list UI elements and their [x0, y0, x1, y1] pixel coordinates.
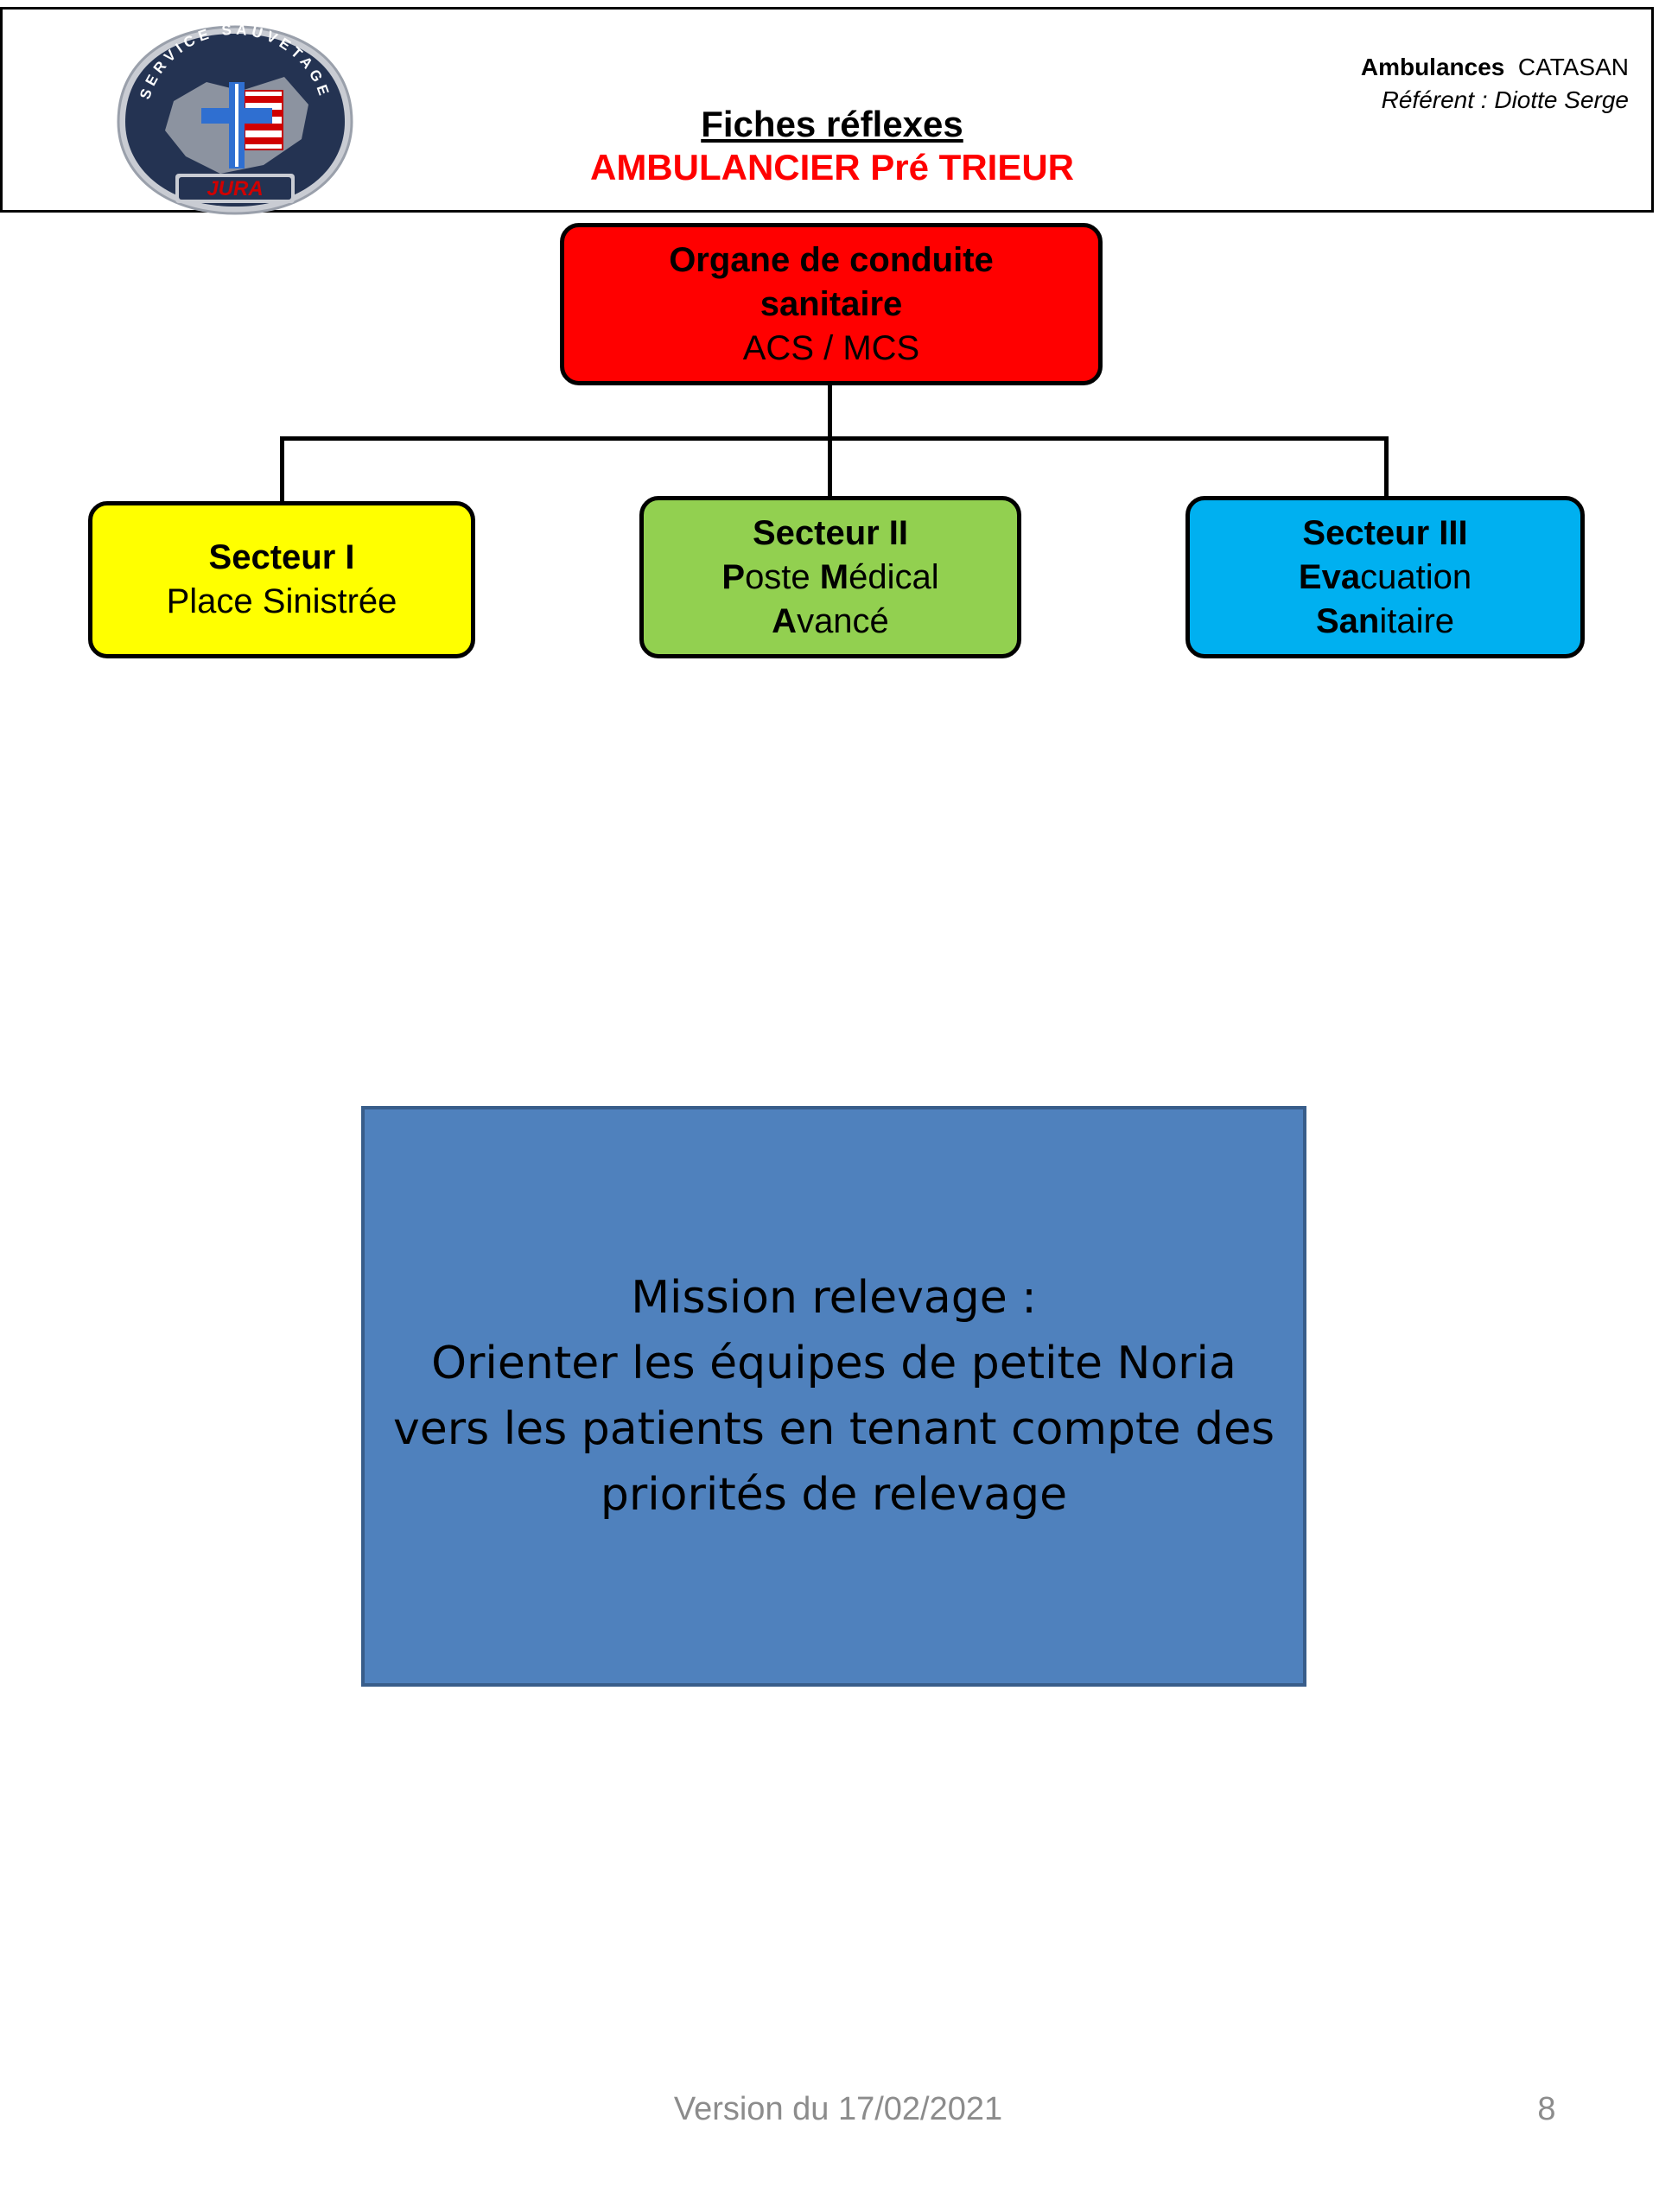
referent-line: Référent : Diotte Serge [1381, 86, 1629, 113]
sector-2-line-1: Poste Médical [721, 556, 938, 600]
sector-2-text-vance: vancé [797, 601, 889, 640]
mission-line-1: Mission relevage : [631, 1272, 1037, 1324]
sector-3-title: Secteur III [1302, 513, 1468, 552]
page-number: 8 [1537, 2091, 1556, 2127]
document-title: Fiches réflexes [701, 104, 963, 144]
sector-3-line-2: Sanitaire [1316, 600, 1454, 644]
organe-line-3: ACS / MCS [742, 328, 920, 367]
sector-2-initial-a: A [772, 601, 798, 640]
sector-3-prefix-eva: Eva [1298, 557, 1361, 596]
sector-3-prefix-san: San [1315, 601, 1380, 640]
page-header: SERVICE SAUVETAGE JURA Fiches réflexes A… [0, 7, 1654, 215]
connector-to-sector-1 [280, 436, 284, 501]
sector-2-text-oste: oste [745, 557, 820, 596]
sector-3-line-1: Evacuation [1299, 556, 1471, 600]
sector-2-initial-m: M [819, 557, 849, 596]
service-sauvetage-jura-logo: SERVICE SAUVETAGE JURA [117, 22, 353, 215]
mission-line-4: priorités de relevage [600, 1469, 1068, 1521]
sector-2-title: Secteur II [752, 513, 909, 552]
company-label: Ambulances [1360, 54, 1505, 80]
document-title-block: Fiches réflexes AMBULANCIER Pré TRIEUR [486, 103, 1178, 189]
company-name: CATASAN [1517, 54, 1629, 80]
company-line: Ambulances CATASAN [1361, 51, 1629, 84]
organe-line-1: Organe de conduite [669, 240, 994, 279]
organe-conduite-box: Organe de conduite sanitaire ACS / MCS [560, 223, 1103, 385]
sector-1-line-1: Place Sinistrée [166, 582, 397, 620]
document-subtitle: AMBULANCIER Pré TRIEUR [589, 147, 1075, 188]
sector-2-initial-p: P [721, 557, 746, 596]
connector-horizontal [280, 436, 1389, 441]
footer-version: Version du 17/02/2021 [673, 2091, 1003, 2127]
sector-3-text-itaire: itaire [1379, 601, 1455, 640]
connector-vertical-top [828, 385, 832, 437]
mission-text: Mission relevage : Orienter les équipes … [393, 1265, 1274, 1528]
sector-2-text-edical: édical [849, 557, 939, 596]
sector-3-text-cuation: cuation [1360, 557, 1472, 596]
sector-1-box: Secteur I Place Sinistrée [88, 501, 475, 658]
logo-region-text: JURA [207, 177, 263, 200]
mission-line-2: Orienter les équipes de petite Noria [431, 1338, 1236, 1389]
sector-3-box: Secteur III Evacuation Sanitaire [1185, 496, 1585, 658]
organe-line-2: sanitaire [760, 284, 903, 323]
mission-box: Mission relevage : Orienter les équipes … [361, 1106, 1306, 1687]
sector-2-line-2: Avancé [772, 600, 889, 644]
sector-2-box: Secteur II Poste Médical Avancé [639, 496, 1021, 658]
connector-to-sector-3 [1384, 436, 1389, 496]
connector-to-sector-2 [828, 436, 832, 496]
mission-line-3: vers les patients en tenant compte des [392, 1403, 1275, 1455]
company-info: Ambulances CATASAN Référent : Diotte Ser… [1361, 51, 1629, 117]
sector-1-title: Secteur I [208, 538, 355, 576]
